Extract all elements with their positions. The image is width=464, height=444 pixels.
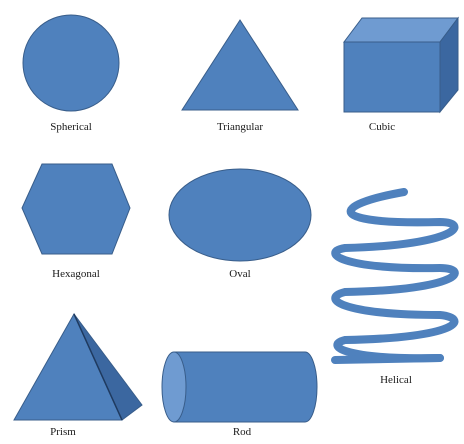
spherical-shape	[23, 15, 119, 111]
cubic-shape	[344, 18, 458, 112]
triangular-shape	[182, 20, 298, 110]
label-prism: Prism	[13, 426, 113, 438]
prism-shape	[14, 314, 142, 420]
label-cubic: Cubic	[332, 121, 432, 133]
label-spherical: Spherical	[21, 121, 121, 133]
hexagonal-shape	[22, 164, 130, 254]
oval-shape	[169, 169, 311, 261]
label-oval: Oval	[190, 268, 290, 280]
helical-shape	[335, 192, 455, 360]
label-hexagonal: Hexagonal	[26, 268, 126, 280]
label-rod: Rod	[192, 426, 292, 438]
rod-shape	[162, 352, 317, 422]
label-triangular: Triangular	[190, 121, 290, 133]
label-helical: Helical	[346, 374, 446, 386]
